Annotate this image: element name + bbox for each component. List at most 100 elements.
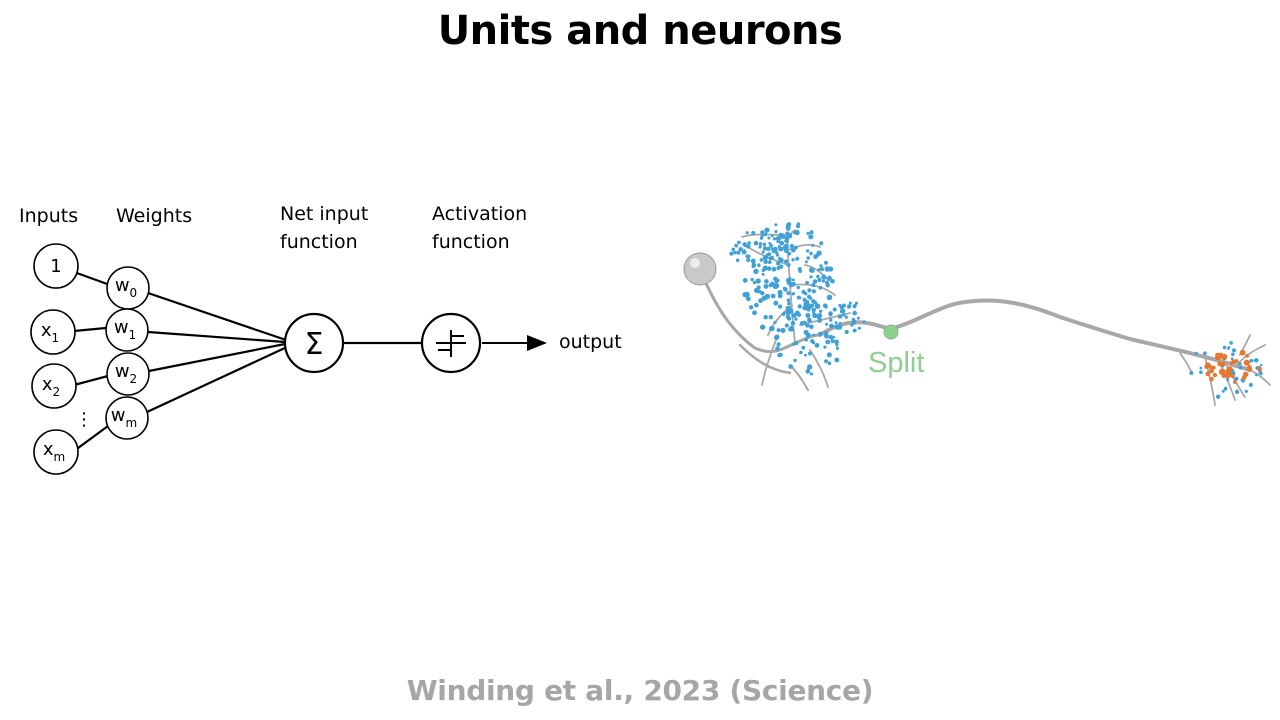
synapse-dot (809, 251, 813, 256)
synapse-dot (774, 223, 778, 227)
synapse-dot (848, 301, 852, 305)
synapse-dot (774, 230, 778, 234)
inputs-header: Inputs (19, 205, 78, 227)
synapse-dot (753, 240, 759, 246)
synapse-dot (770, 234, 774, 238)
synapse-dot (808, 351, 812, 356)
synapse-dot (1233, 378, 1237, 381)
synapse-dot (808, 267, 815, 273)
synapse-dot (758, 242, 763, 246)
soma-highlight (690, 258, 700, 268)
synapse-dot (816, 250, 822, 256)
synapse-dot (1215, 354, 1222, 361)
synapse-dot (804, 338, 808, 342)
synapse-dot (799, 350, 803, 355)
synapse-dot (816, 274, 820, 279)
synapse-dot (847, 304, 852, 308)
synapse-dot (788, 326, 793, 332)
synapse-dot (785, 305, 791, 312)
activation-header-line1: Activation (432, 203, 527, 225)
weight-sum-edges (146, 291, 288, 413)
synapse-dot (773, 336, 777, 340)
synapse-dot (760, 324, 766, 330)
synapse-dot (782, 246, 786, 250)
synapse-dot (787, 277, 792, 282)
synapse-dot (777, 293, 783, 299)
synapse-dot (769, 325, 775, 332)
synapse-dot (753, 268, 759, 275)
synapse-dot (790, 247, 796, 253)
synapse-dot (1203, 351, 1207, 356)
synapse-dot (775, 251, 779, 255)
synapse-dot (818, 285, 823, 290)
synapse-dot (791, 278, 795, 282)
synapse-dot (735, 258, 740, 263)
svg-text:w2: w2 (115, 361, 137, 386)
synapse-dot (1222, 345, 1227, 350)
synapse-dot (827, 267, 832, 271)
synapse-dot (1239, 349, 1246, 356)
synapse-dot (771, 266, 777, 272)
synapse-dot (823, 345, 827, 349)
synapse-dot (812, 333, 815, 337)
synapse-dot (793, 358, 797, 363)
synapse-dot (779, 233, 786, 239)
synapse-dot (1224, 386, 1228, 390)
synapse-dot (1230, 357, 1234, 360)
synapse-dot (796, 295, 801, 300)
synapse-dot (794, 229, 800, 236)
synapse-dot (790, 320, 796, 326)
synapse-dot (751, 230, 756, 236)
synapse-dot (742, 278, 748, 283)
synapse-dot (1194, 351, 1198, 355)
synapse-dot (823, 331, 829, 336)
synapse-dot (834, 321, 838, 325)
synapse-dot (777, 304, 783, 309)
svg-text:x1: x1 (41, 320, 59, 345)
synapse-dot (764, 279, 769, 284)
synapse-dot (754, 302, 759, 308)
synapse-dot (777, 289, 783, 296)
synapse-dot (745, 254, 750, 259)
synapse-dot (825, 339, 831, 345)
net-input-header-line1: Net input (280, 203, 368, 225)
synapse-dot (734, 243, 739, 248)
soma (683, 252, 717, 286)
synapse-dot (811, 283, 816, 287)
synapse-dot (835, 326, 839, 330)
synapse-dot (742, 249, 746, 253)
synapse-dot (807, 317, 812, 323)
synapse-dot (743, 243, 747, 247)
output-synapses (1204, 349, 1262, 384)
synapse-dot (786, 298, 791, 303)
synapse-dot (774, 279, 779, 284)
synapse-dot (760, 230, 765, 235)
synapse-dot (819, 241, 824, 246)
synapse-dot (819, 309, 823, 313)
sum-symbol: Σ (305, 327, 324, 362)
input-node: x2 (31, 363, 77, 409)
synapse-dot (812, 312, 818, 319)
synapse-dot (760, 234, 764, 238)
synapse-dot (1209, 376, 1214, 382)
synapse-dot (830, 279, 835, 284)
neuron-skeleton (698, 229, 1271, 406)
synapse-dot (807, 288, 812, 293)
synapse-dot (786, 222, 791, 228)
synapse-dot (828, 313, 833, 317)
synapse-dot (821, 279, 825, 283)
synapse-dot (787, 301, 791, 306)
synapse-dot (767, 236, 771, 240)
synapse-dot (765, 253, 769, 257)
synapse-dot (1247, 365, 1252, 370)
synapse-dot (795, 256, 800, 261)
synapse-dot (852, 310, 857, 316)
split-marker (883, 324, 899, 340)
synapse-dot (805, 369, 811, 374)
synapse-dot (804, 353, 807, 357)
synapse-dot (776, 266, 781, 270)
synapse-dot (1212, 372, 1218, 378)
synapse-dot (750, 277, 754, 282)
synapse-dot (824, 260, 828, 265)
dendrite-synapses (729, 222, 1263, 399)
